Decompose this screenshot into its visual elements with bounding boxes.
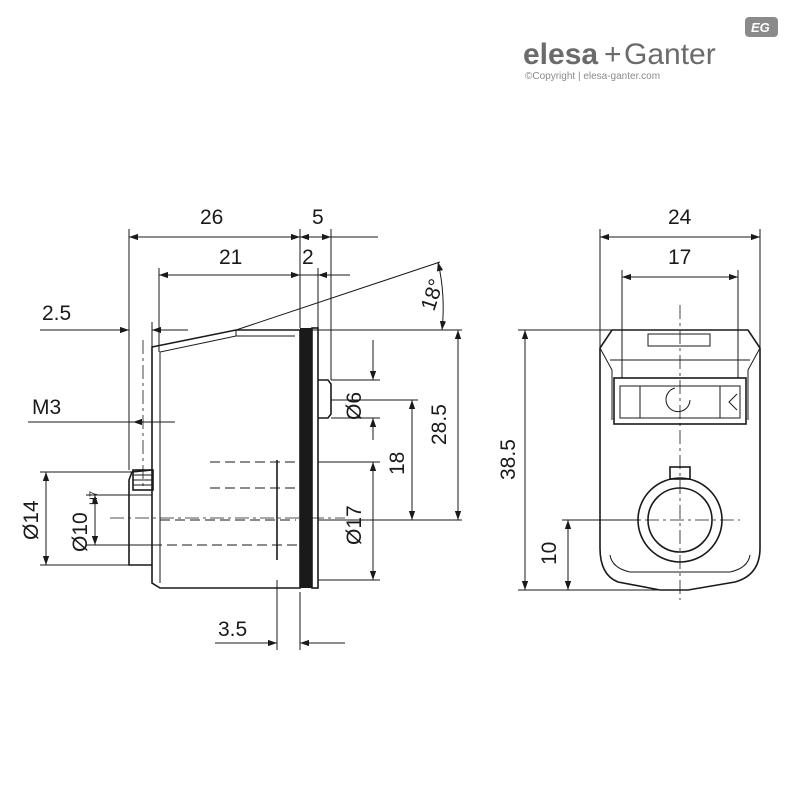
- dark-ring-plate: [300, 328, 312, 588]
- dim-h7: H7: [88, 491, 100, 505]
- dim-dia-10: Ø10: [69, 512, 92, 552]
- dim-angle-18: 18°: [417, 276, 449, 313]
- side-pin: [318, 379, 332, 419]
- dim-28-5: 28.5: [428, 404, 451, 445]
- brand-name-plus: +: [604, 38, 622, 71]
- dim-10: 10: [538, 542, 561, 565]
- side-view: 26 5 21 2 2.5 18° M3 Ø6: [20, 206, 462, 650]
- brand-name-elesa: elesa: [523, 38, 598, 71]
- dim-5: 5: [312, 206, 324, 229]
- dim-dia-17: Ø17: [343, 505, 366, 545]
- dim-38-5: 38.5: [497, 439, 520, 480]
- dim-2: 2: [302, 246, 314, 269]
- side-body-inner: [159, 335, 295, 583]
- dim-18: 18: [386, 452, 409, 475]
- dim-24: 24: [668, 206, 692, 229]
- front-body-outline: [599, 329, 761, 591]
- front-view: 24 17 38.5 10: [497, 206, 761, 600]
- dim-26: 26: [200, 206, 223, 229]
- dim-dia-6: Ø6: [343, 392, 366, 420]
- dim-3-5: 3.5: [218, 618, 247, 641]
- rotation-arrow-icon: [665, 387, 691, 413]
- dim-2-5: 2.5: [42, 302, 71, 325]
- dim-dia-14: Ø14: [20, 500, 43, 540]
- top-slot: [647, 333, 711, 347]
- dim-21: 21: [219, 246, 242, 269]
- dim-m3: M3: [32, 396, 61, 419]
- brand-logo: EG elesa + Ganter ©Copyright | elesa-gan…: [523, 17, 778, 82]
- eg-logo-badge-icon: [745, 17, 778, 37]
- eg-logo-text: EG: [751, 20, 770, 35]
- dim-17: 17: [668, 246, 691, 269]
- brand-copyright: ©Copyright | elesa-ganter.com: [525, 71, 660, 82]
- brand-name-ganter: Ganter: [624, 38, 716, 71]
- side-collar: [128, 469, 153, 566]
- chevron-left-icon: [728, 393, 738, 411]
